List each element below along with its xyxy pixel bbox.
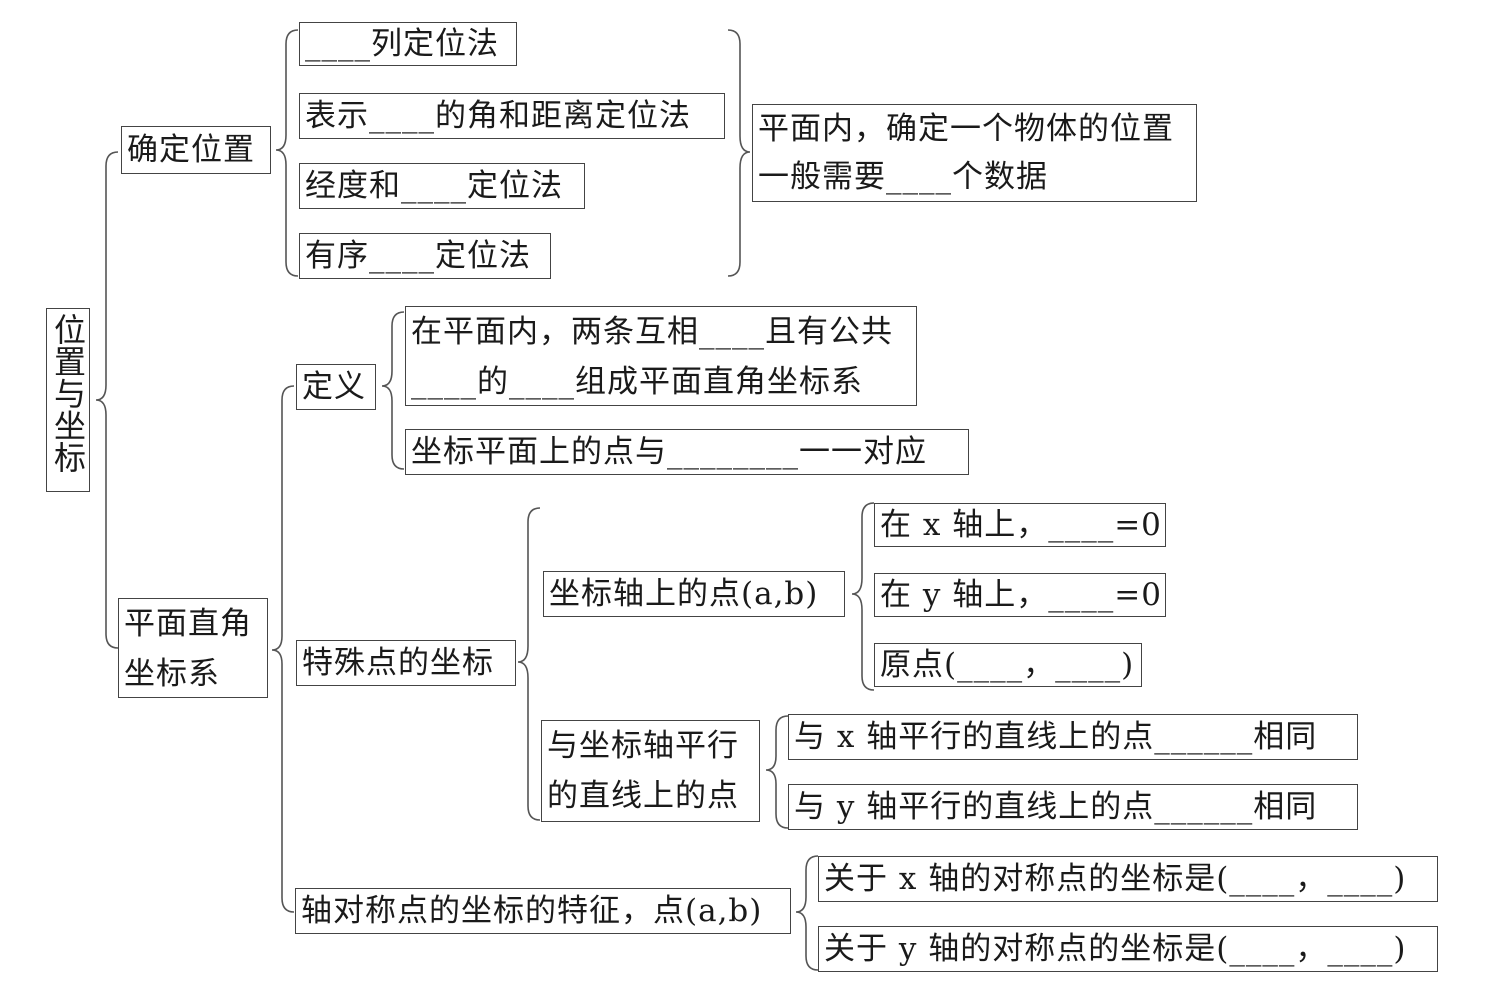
method-row-3: 经度和____定位法 bbox=[299, 163, 585, 209]
parallel-y-text: 与 y 轴平行的直线上的点______相同 bbox=[794, 789, 1318, 825]
bracket-locate bbox=[275, 29, 299, 277]
definition-item-2-text: 坐标平面上的点与________一一对应 bbox=[411, 434, 927, 470]
method-row-4: 有序____定位法 bbox=[299, 233, 551, 279]
parallel-lines-label-1: 与坐标轴平行 bbox=[547, 728, 739, 764]
system-label-2: 坐标系 bbox=[124, 656, 220, 692]
method-row-1: ____列定位法 bbox=[299, 22, 517, 66]
axis-points-node: 坐标轴上的点(a,b) bbox=[543, 571, 845, 617]
locate-label: 确定位置 bbox=[127, 132, 255, 168]
special-points-label: 特殊点的坐标 bbox=[302, 645, 494, 681]
axis-points-label: 坐标轴上的点(a,b) bbox=[549, 576, 819, 612]
axis-point-x-text: 在 x 轴上，____=0 bbox=[880, 507, 1162, 543]
parallel-y: 与 y 轴平行的直线上的点______相同 bbox=[788, 784, 1358, 830]
definition-item-1-line-2: ____的____组成平面直角坐标系 bbox=[411, 364, 863, 400]
bracket-special bbox=[517, 507, 541, 821]
method-text-1: ____列定位法 bbox=[305, 26, 499, 62]
system-label-1: 平面直角 bbox=[124, 606, 252, 642]
symmetric-x: 关于 x 轴的对称点的坐标是(____，____) bbox=[818, 856, 1438, 902]
method-text-2: 表示____的角和距离定位法 bbox=[305, 98, 691, 134]
special-points-node: 特殊点的坐标 bbox=[296, 640, 516, 686]
method-text-4: 有序____定位法 bbox=[305, 238, 531, 274]
bracket-root bbox=[95, 151, 119, 649]
axis-point-y: 在 y 轴上，____=0 bbox=[874, 573, 1166, 617]
parallel-x-text: 与 x 轴平行的直线上的点______相同 bbox=[794, 719, 1318, 755]
symmetric-x-text: 关于 x 轴的对称点的坐标是(____，____) bbox=[824, 861, 1407, 897]
bracket-parallel bbox=[765, 715, 789, 829]
system-node: 平面直角 坐标系 bbox=[118, 598, 268, 698]
parallel-x: 与 x 轴平行的直线上的点______相同 bbox=[788, 714, 1358, 760]
symmetric-node: 轴对称点的坐标的特征，点(a,b) bbox=[295, 888, 791, 934]
symmetric-y: 关于 y 轴的对称点的坐标是(____，____) bbox=[818, 926, 1438, 972]
method-row-2: 表示____的角和距离定位法 bbox=[299, 93, 725, 139]
bracket-axis-points bbox=[851, 502, 875, 691]
axis-point-x: 在 x 轴上，____=0 bbox=[874, 503, 1166, 547]
origin-point-text: 原点(____，____) bbox=[880, 647, 1135, 683]
bracket-definition bbox=[381, 311, 405, 470]
bracket-system bbox=[271, 385, 295, 913]
conclusion-line-1: 平面内，确定一个物体的位置 bbox=[758, 111, 1174, 147]
locate-conclusion: 平面内，确定一个物体的位置 一般需要____个数据 bbox=[752, 104, 1197, 202]
symmetric-y-text: 关于 y 轴的对称点的坐标是(____，____) bbox=[824, 931, 1407, 967]
definition-item-2: 坐标平面上的点与________一一对应 bbox=[405, 429, 969, 475]
root-node: 位置与坐标 bbox=[46, 308, 90, 492]
definition-label: 定义 bbox=[302, 369, 366, 405]
parallel-lines-node: 与坐标轴平行 的直线上的点 bbox=[541, 720, 760, 822]
definition-item-1-line-1: 在平面内，两条互相____且有公共 bbox=[411, 314, 893, 350]
root-label: 位置与坐标 bbox=[49, 313, 87, 473]
conclusion-line-2: 一般需要____个数据 bbox=[758, 159, 1048, 195]
method-text-3: 经度和____定位法 bbox=[305, 168, 563, 204]
axis-point-y-text: 在 y 轴上，____=0 bbox=[880, 577, 1162, 613]
bracket-methods bbox=[727, 29, 751, 277]
definition-node: 定义 bbox=[296, 364, 376, 410]
locate-node: 确定位置 bbox=[121, 126, 271, 174]
bracket-symmetric bbox=[795, 855, 819, 971]
symmetric-label: 轴对称点的坐标的特征，点(a,b) bbox=[301, 893, 763, 929]
parallel-lines-label-2: 的直线上的点 bbox=[547, 778, 739, 814]
definition-item-1: 在平面内，两条互相____且有公共 ____的____组成平面直角坐标系 bbox=[405, 306, 917, 406]
origin-point: 原点(____，____) bbox=[874, 643, 1142, 687]
